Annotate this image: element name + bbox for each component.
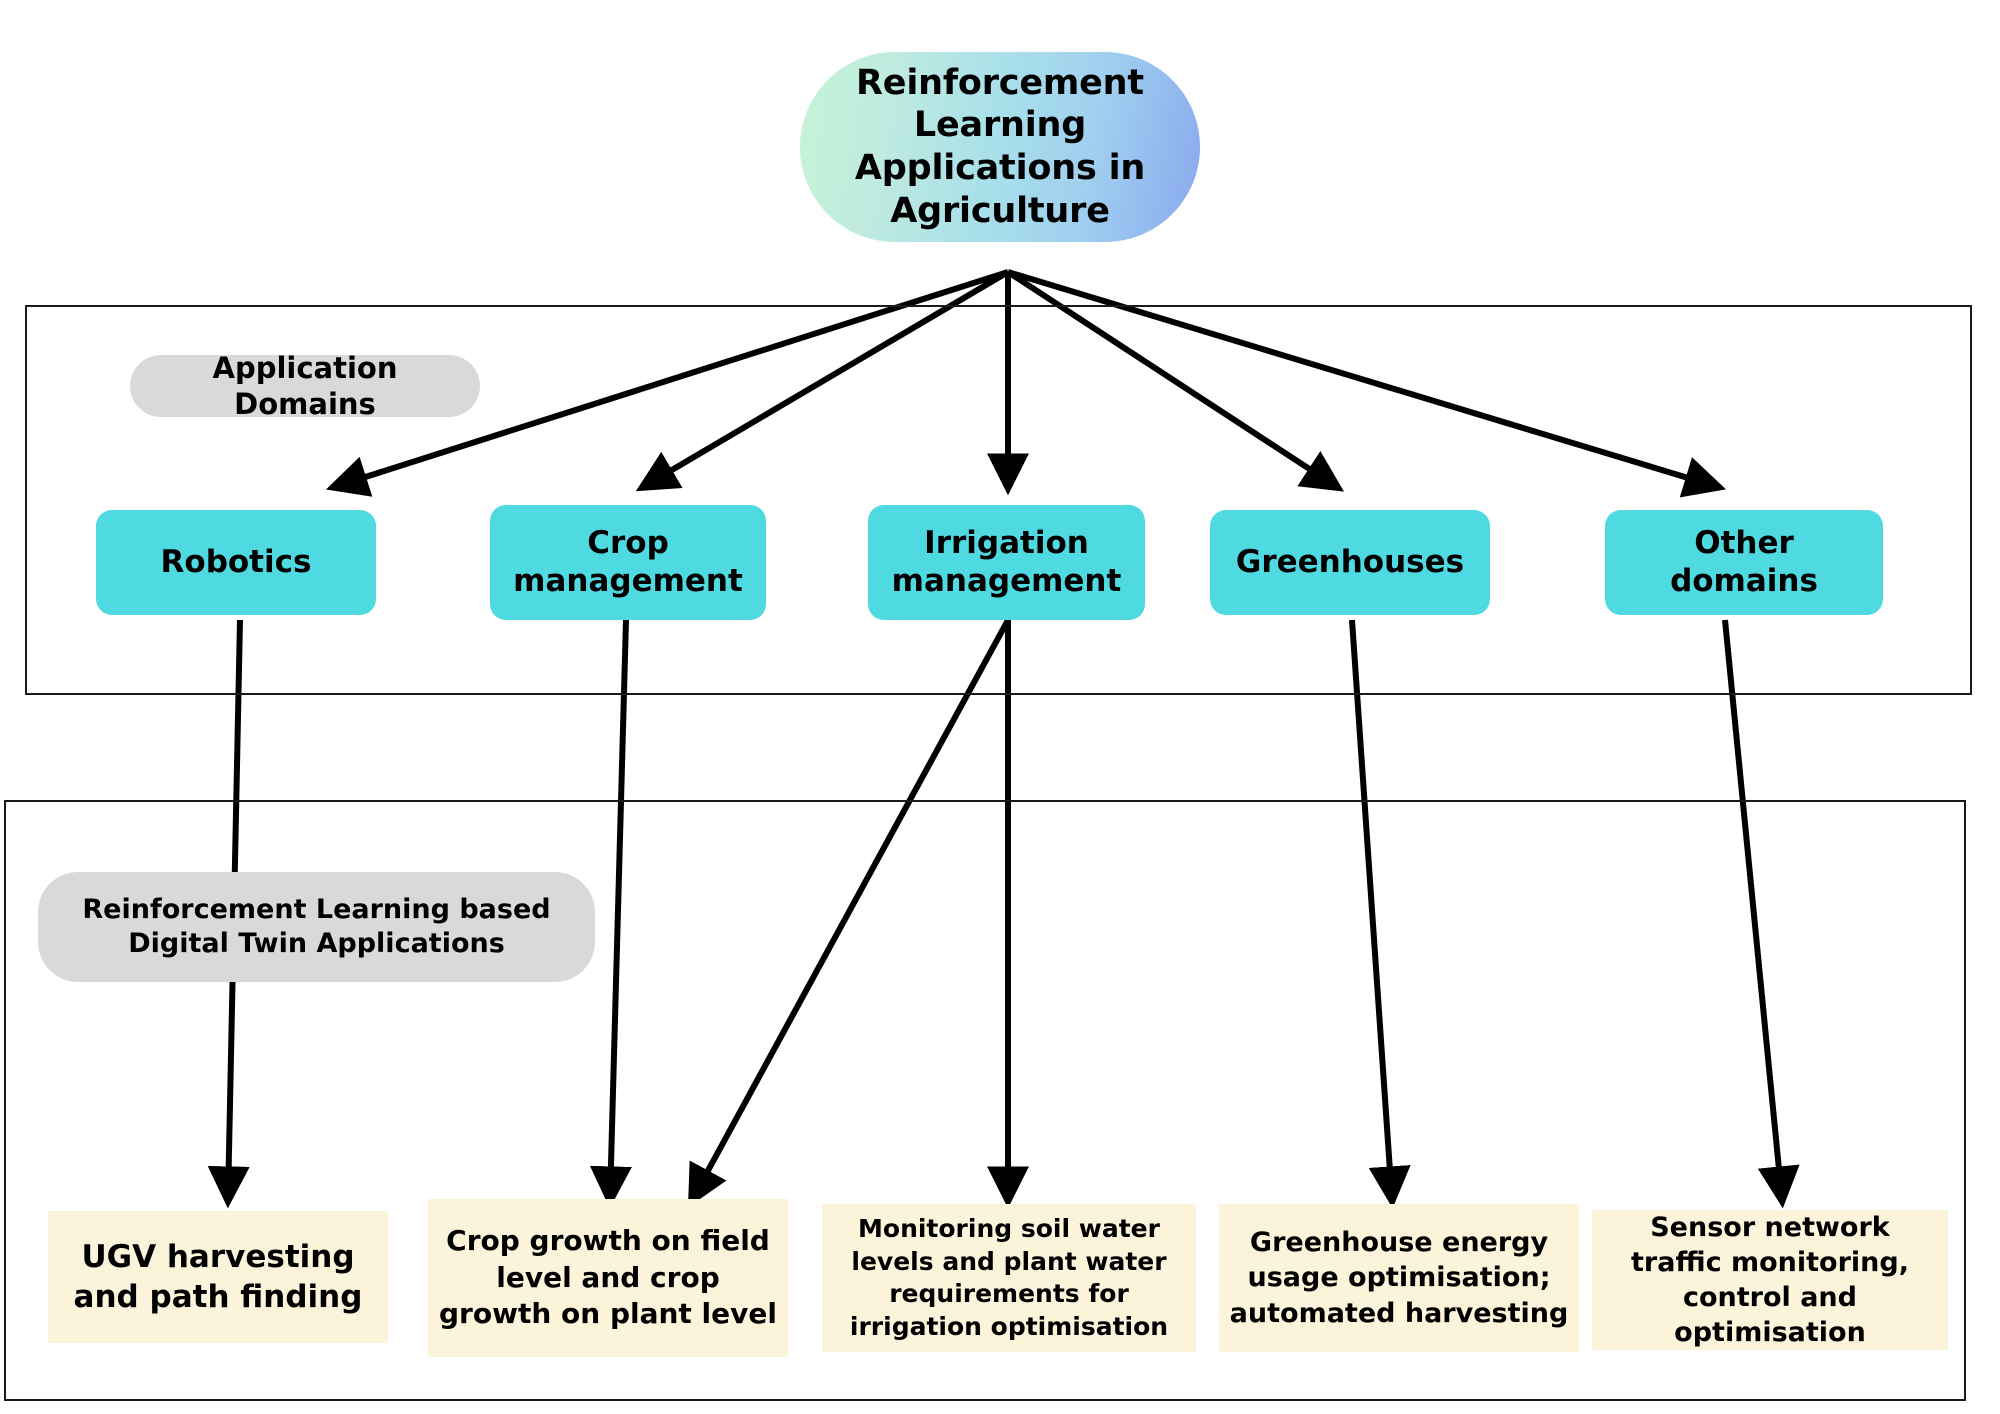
application-node-sensor-network-label: Sensor network traffic monitoring, contr…: [1631, 1211, 1909, 1349]
group-label-application-domains: Application Domains: [130, 351, 480, 421]
domain-node-crop-management-label: Crop management: [513, 524, 743, 599]
domain-node-crop-management[interactable]: Crop management: [490, 505, 766, 620]
application-node-ugv-harvesting-label: UGV harvesting and path finding: [73, 1238, 363, 1315]
domain-node-irrigation-management-label: Irrigation management: [891, 524, 1122, 599]
application-node-ugv-harvesting[interactable]: UGV harvesting and path finding: [48, 1211, 388, 1343]
domain-node-robotics[interactable]: Robotics: [96, 510, 376, 615]
application-node-soil-water-monitoring-label: Monitoring soil water levels and plant w…: [849, 1214, 1169, 1341]
application-node-greenhouse-energy-label: Greenhouse energy usage optimisation; au…: [1229, 1227, 1569, 1329]
domain-node-irrigation-management[interactable]: Irrigation management: [868, 505, 1145, 620]
group-label-digital-twin-applications-text: Reinforcement Learning based Digital Twi…: [82, 894, 551, 959]
application-node-greenhouse-energy[interactable]: Greenhouse energy usage optimisation; au…: [1219, 1204, 1579, 1352]
application-node-sensor-network[interactable]: Sensor network traffic monitoring, contr…: [1592, 1210, 1948, 1350]
domain-node-greenhouses-label: Greenhouses: [1235, 543, 1465, 580]
group-label-application-domains-text: Application Domains: [212, 350, 398, 421]
application-node-crop-growth[interactable]: Crop growth on field level and crop grow…: [428, 1199, 788, 1357]
root-node-label: Reinforcement Learning Applications in A…: [854, 62, 1146, 231]
group-frame-digital-twin-applications: [4, 800, 1966, 1401]
application-node-soil-water-monitoring[interactable]: Monitoring soil water levels and plant w…: [822, 1204, 1196, 1352]
root-node[interactable]: Reinforcement Learning Applications in A…: [800, 52, 1200, 242]
group-label-digital-twin-applications: Reinforcement Learning based Digital Twi…: [38, 872, 595, 982]
domain-node-greenhouses[interactable]: Greenhouses: [1210, 510, 1490, 615]
domain-node-robotics-label: Robotics: [160, 543, 312, 580]
domain-node-other-domains[interactable]: Other domains: [1605, 510, 1883, 615]
group-frame-application-domains: [25, 305, 1972, 695]
domain-node-other-domains-label: Other domains: [1670, 524, 1818, 599]
application-node-crop-growth-label: Crop growth on field level and crop grow…: [439, 1224, 777, 1331]
